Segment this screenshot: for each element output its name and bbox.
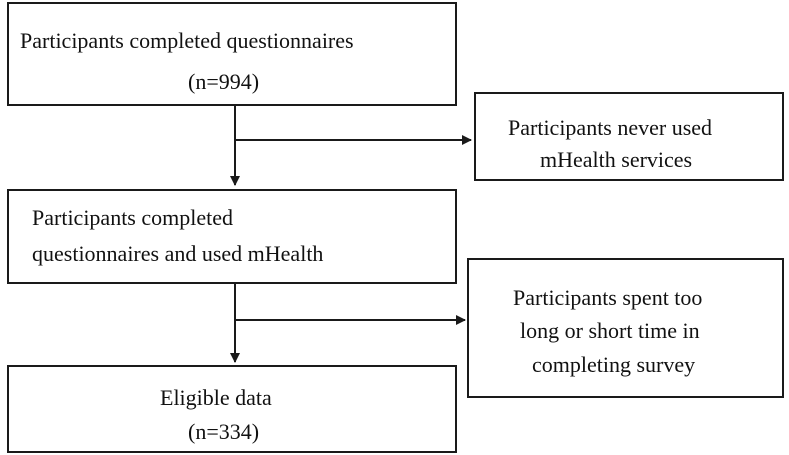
box-time-line2: long or short time in [520,318,700,343]
box-never-used-line2: mHealth services [540,147,693,172]
box-time [467,258,784,398]
box-time-line3: completing survey [532,352,696,377]
box-eligible-data [7,365,457,453]
box-completed-line1: Participants completed questionnaires [20,28,354,53]
box-used-line2: questionnaires and used mHealth [32,241,324,266]
box-time-line1: Participants spent too [513,285,703,310]
box-used-line1: Participants completed [32,205,233,230]
box-used-mhealth [7,189,457,284]
box-eligible-count: (n=334) [188,419,260,444]
box-completed-questionnaires [7,2,457,106]
box-completed-count: (n=994) [188,69,260,94]
box-never-used [474,92,784,181]
box-eligible-line1: Eligible data [160,385,272,410]
box-never-used-line1: Participants never used [508,115,713,140]
